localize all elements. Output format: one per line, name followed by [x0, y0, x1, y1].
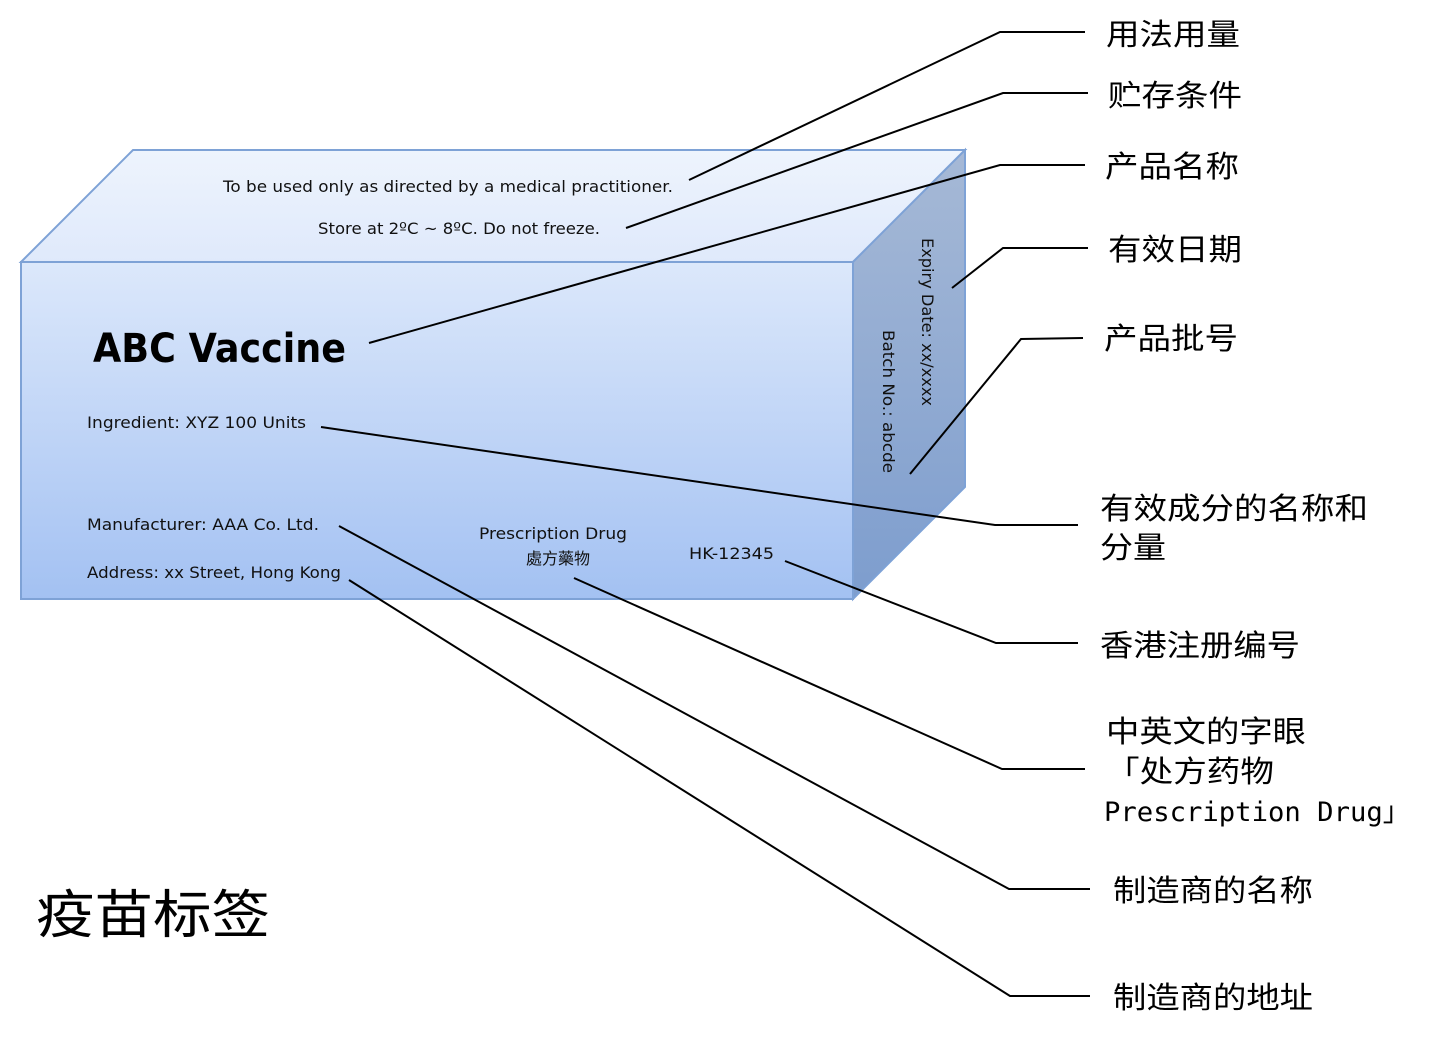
leader-line-dosage: [688, 31, 1085, 181]
callout-registration: 香港注册编号: [1100, 629, 1300, 664]
leader-line-registration: [784, 560, 1078, 644]
box-front-face: [20, 261, 854, 600]
callout-storage: 贮存条件: [1108, 79, 1242, 114]
prescription-drug-en-text: Prescription Drug: [479, 524, 627, 543]
prescription-drug-zh-text: 處方藥物: [526, 549, 590, 568]
callout-batch: 产品批号: [1104, 322, 1238, 357]
leader-line-expiry: [951, 247, 1088, 289]
address-text: Address: xx Street, Hong Kong: [87, 563, 341, 582]
ingredient-text: Ingredient: XYZ 100 Units: [87, 413, 306, 432]
callout-prescription-line3: Prescription Drug」: [1104, 797, 1410, 828]
callout-prescription-line2: 「处方药物: [1106, 755, 1274, 790]
callout-dosage: 用法用量: [1106, 18, 1240, 53]
leader-line-batch: [909, 337, 1084, 475]
leader-line-ingredient: [320, 426, 1078, 526]
callout-ingredient-line2: 分量: [1100, 531, 1166, 566]
page-title: 疫苗标签: [36, 886, 270, 946]
manufacturer-text: Manufacturer: AAA Co. Ltd.: [87, 515, 319, 534]
leader-line-manufacturer: [338, 525, 1090, 890]
storage-instruction-text: Store at 2ºC ~ 8ºC. Do not freeze.: [318, 219, 600, 238]
box-top-face: [18, 149, 968, 263]
callout-address: 制造商的地址: [1113, 981, 1313, 1016]
leader-line-prescription: [573, 577, 1085, 770]
callout-expiry: 有效日期: [1108, 233, 1242, 268]
callout-manufacturer: 制造商的名称: [1113, 874, 1313, 909]
product-name-text: ABC Vaccine: [93, 326, 346, 372]
callout-ingredient-line1: 有效成分的名称和: [1100, 492, 1368, 527]
usage-instruction-text: To be used only as directed by a medical…: [222, 177, 673, 196]
registration-number-text: HK-12345: [689, 544, 774, 563]
batch-number-text: Batch No.: abcde: [879, 330, 898, 473]
leader-line-product-name: [368, 164, 1085, 344]
leader-line-storage: [625, 92, 1088, 229]
expiry-date-text: Expiry Date: xx/xxxx: [918, 238, 937, 406]
callout-product-name: 产品名称: [1105, 150, 1239, 185]
callout-prescription-line1: 中英文的字眼: [1106, 715, 1306, 750]
leader-line-address: [348, 579, 1090, 997]
